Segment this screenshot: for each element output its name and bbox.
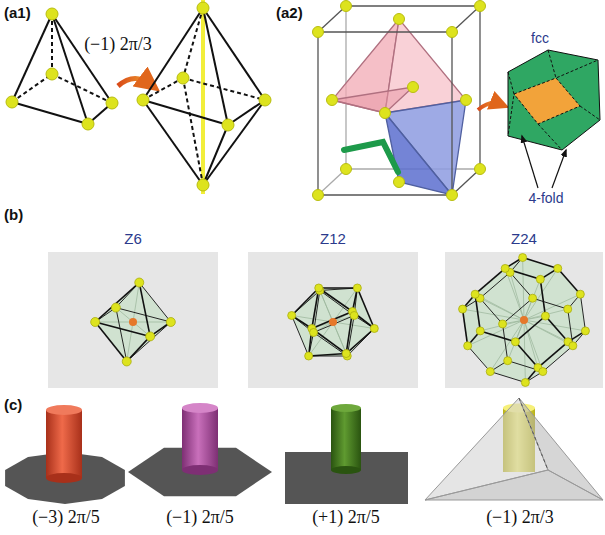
vertex-dots — [6, 8, 118, 130]
transform-arrow — [478, 103, 500, 110]
coordination-label: Z6 — [124, 230, 142, 247]
panel-label: (a2) — [276, 4, 303, 21]
disclination-label: (+1) 2π/5 — [312, 507, 380, 528]
rotation-label: (−1) 2π/3 — [84, 34, 152, 55]
panel-label: (c) — [4, 396, 22, 413]
leader-arrows — [522, 136, 566, 188]
disclination-label: (−1) 2π/3 — [486, 507, 554, 528]
vertex-dots — [137, 2, 271, 191]
coordination-polyhedra — [91, 254, 590, 387]
fcc-cube — [318, 6, 480, 195]
coordination-label: Z12 — [320, 230, 346, 247]
pyramid-figure — [12, 14, 112, 124]
polyhedron — [459, 254, 590, 387]
rotation-axis — [201, 0, 205, 194]
panel-label: (b) — [4, 206, 23, 223]
render-panels — [48, 252, 603, 388]
transform-arrow — [118, 78, 150, 86]
symmetry-label: 4-fold — [528, 190, 563, 206]
polyhedron — [288, 284, 379, 360]
disclination-label: (−3) 2π/5 — [32, 507, 100, 528]
wigner-seitz-cell — [508, 50, 600, 150]
panel-label: (a1) — [4, 4, 31, 21]
polyhedron — [91, 278, 176, 366]
disclination-label: (−1) 2π/5 — [166, 507, 234, 528]
lattice-dots — [313, 1, 486, 201]
disclination-models — [5, 398, 603, 504]
coordination-label: Z24 — [511, 230, 537, 247]
bipyramid-figure — [143, 8, 265, 185]
lattice-label: fcc — [531, 30, 549, 46]
